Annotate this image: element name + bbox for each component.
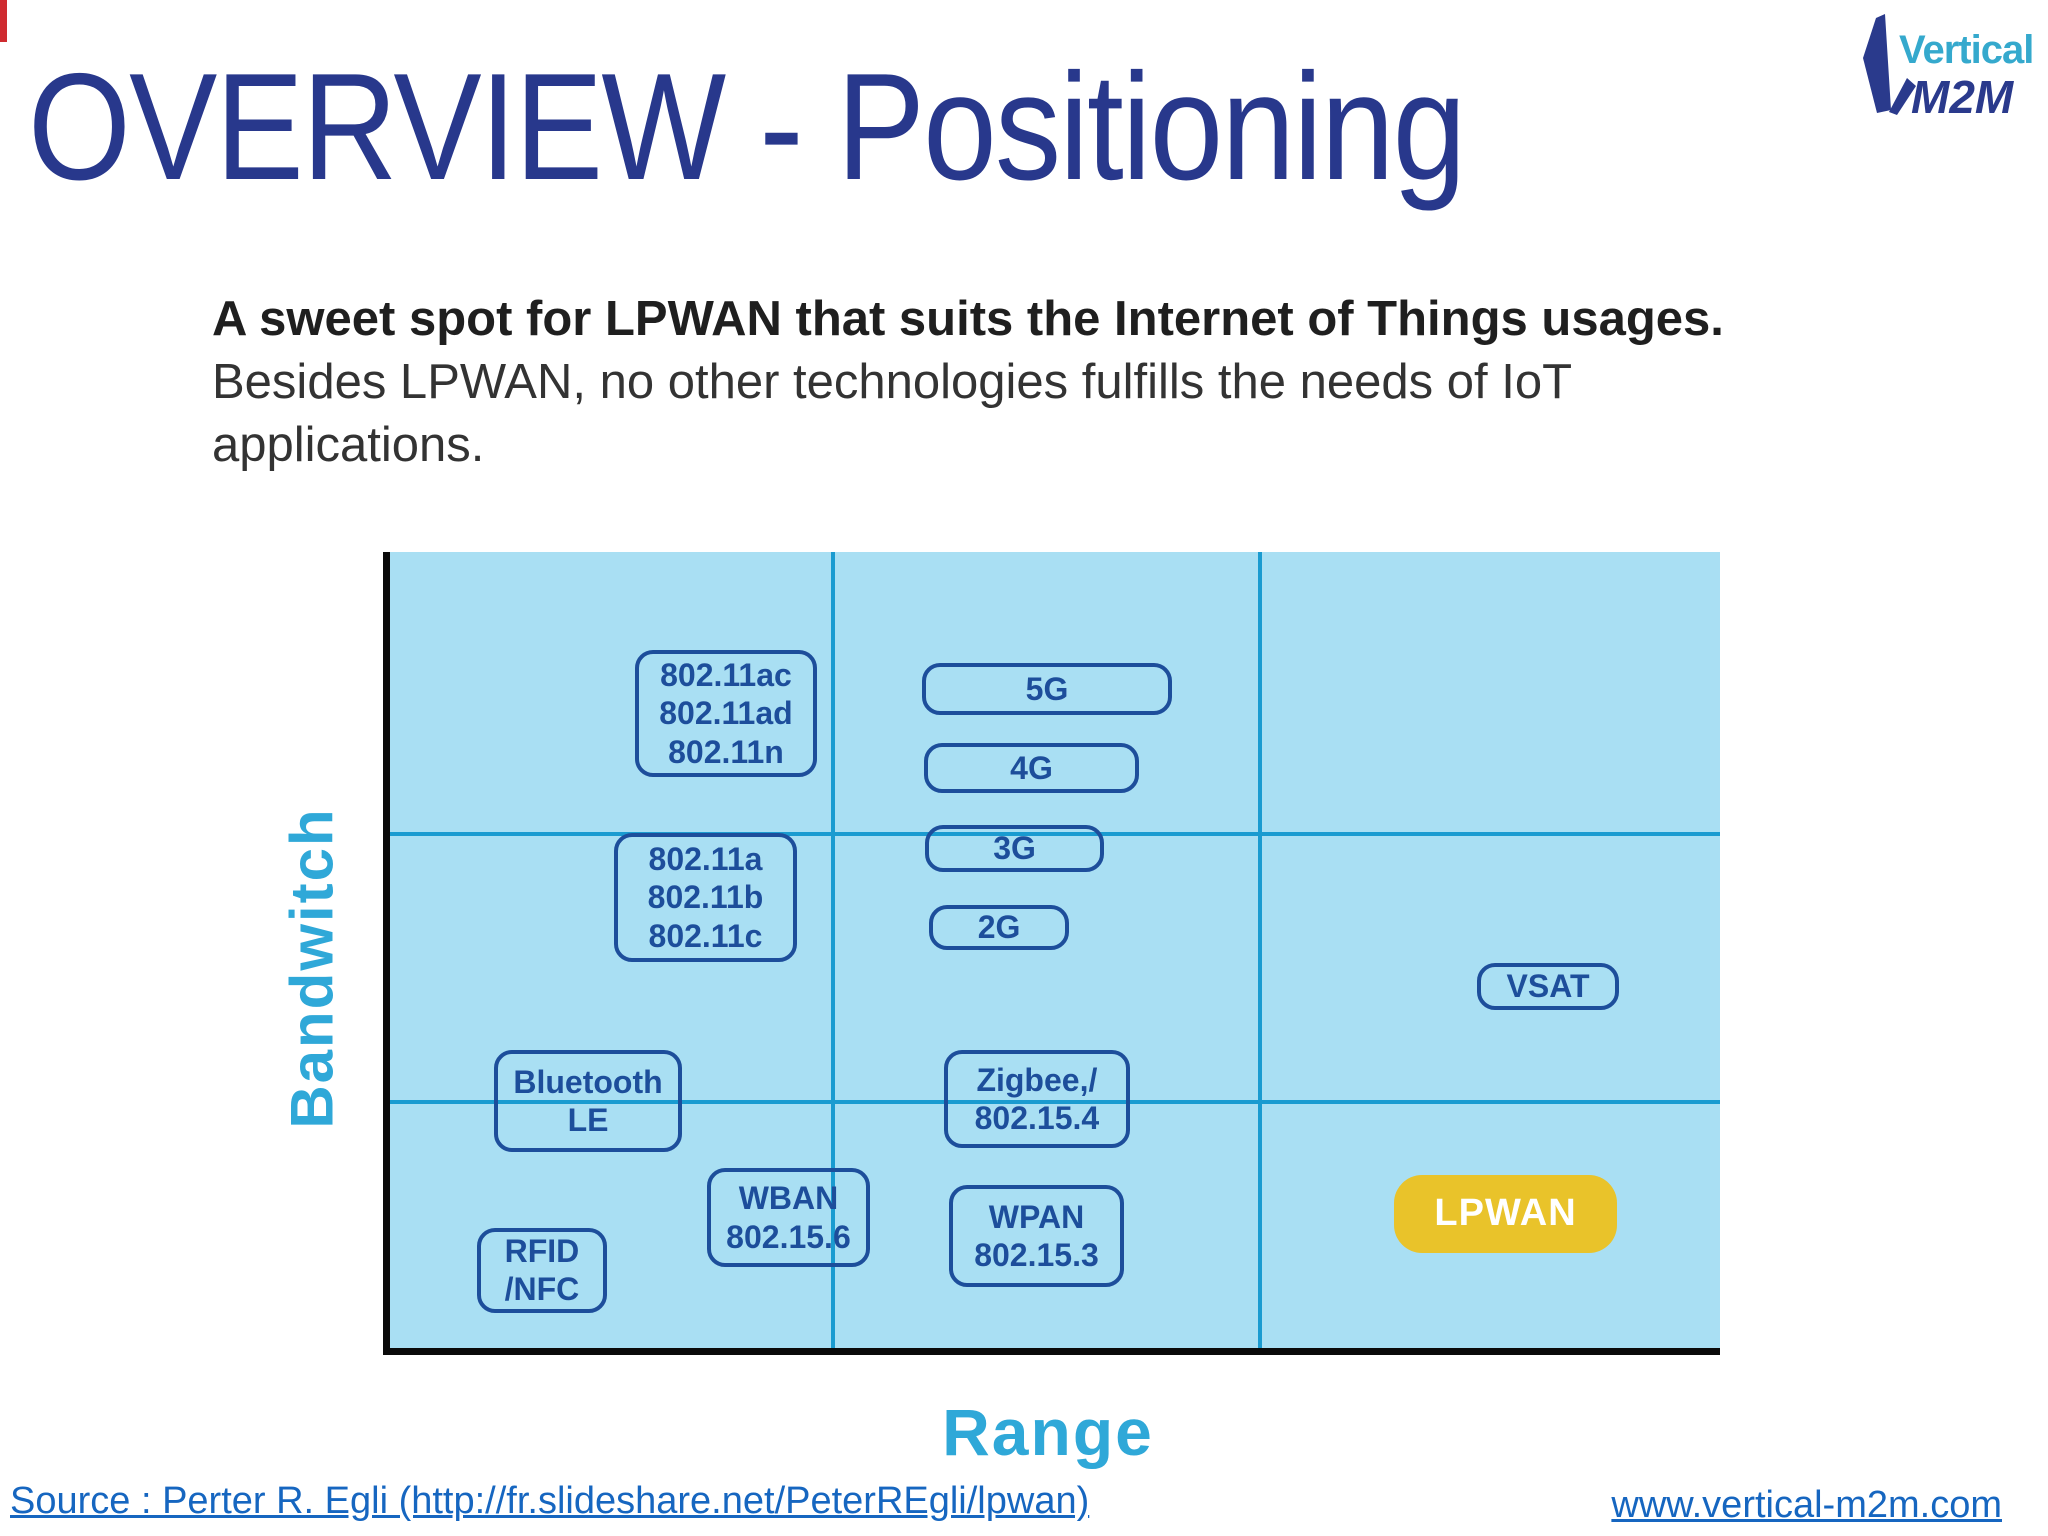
source-link[interactable]: Source : Perter R. Egli (http://fr.slide… — [10, 1480, 1090, 1522]
x-axis-label: Range — [942, 1395, 1154, 1469]
tech-box-rfid-nfc: RFID/NFC — [476, 1227, 607, 1313]
tech-box-lpwan: LPWAN — [1394, 1175, 1618, 1254]
page-title: OVERVIEW - Positioning — [28, 42, 1466, 212]
grid-line-vertical — [831, 552, 836, 1348]
tech-box-vsat: VSAT — [1477, 962, 1620, 1010]
tech-box-3g: 3G — [925, 825, 1105, 872]
y-axis-label: Bandwitch — [278, 807, 346, 1129]
tech-box-2g: 2G — [929, 905, 1070, 950]
website-link[interactable]: www.vertical-m2m.com — [1611, 1484, 2002, 1526]
grid-line-vertical — [1257, 552, 1262, 1348]
logo-text-m2m: M2M — [1911, 71, 2014, 123]
logo-checkmark-icon — [1863, 14, 1916, 115]
intro-paragraph: A sweet spot for LPWAN that suits the In… — [212, 288, 1852, 477]
grid-line-horizontal — [390, 832, 1720, 837]
intro-lead: A sweet spot for LPWAN that suits the In… — [212, 292, 1724, 346]
intro-body-line-1: Besides LPWAN, no other technologies ful… — [212, 355, 1573, 409]
tech-box-5g: 5G — [922, 662, 1173, 715]
logo-text-vertical: Vertical — [1899, 28, 2034, 72]
grid-line-horizontal — [390, 1099, 1720, 1104]
intro-body-line-2: applications. — [212, 418, 485, 472]
video-artifact — [0, 0, 7, 42]
vertical-m2m-logo: Vertical M2M — [1855, 12, 2045, 124]
tech-box-4g: 4G — [923, 743, 1140, 794]
tech-box-zigbee-802154: Zigbee,/802.15.4 — [943, 1049, 1130, 1148]
